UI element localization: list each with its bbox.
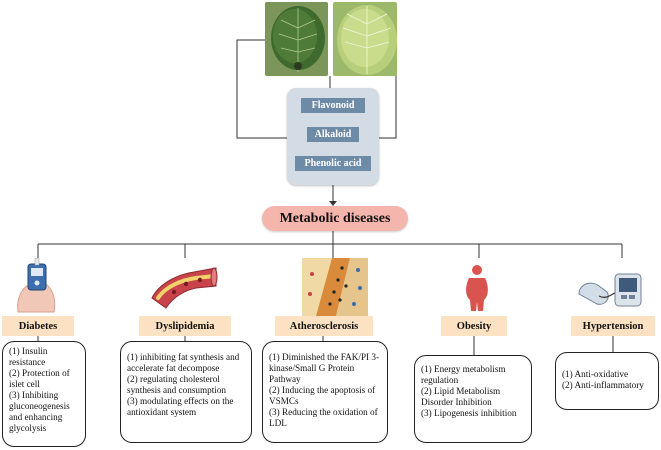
detail-hypertension: (1) Anti-oxidative (2) Anti-inflammatory (555, 352, 659, 410)
detail-obesity: (1) Energy metabolism regulation (2) Lip… (414, 355, 532, 443)
effect-item: (1) Diminished the FAK/PI 3-kinase/Small… (269, 352, 380, 384)
detail-atherosclerosis: (1) Diminished the FAK/PI 3-kinase/Small… (262, 341, 388, 443)
glucose-meter-icon (17, 258, 56, 313)
leaf-photo-dark (265, 2, 328, 76)
disease-label-hypertension: Hypertension (571, 316, 655, 336)
effect-item: (1) Insulin resistance (9, 346, 48, 367)
effect-item: (3) modulating effects on the antioxidan… (127, 396, 234, 417)
compound-panel: Flavonoid Alkaloid Phenolic acid (287, 88, 379, 185)
effect-item: (2) Inducing the apoptosis of VSMCs (269, 385, 376, 406)
leaf-photo-light (333, 2, 397, 76)
effect-item: (2) Protection of islet cell (9, 368, 70, 389)
leaf-dark-icon (265, 2, 328, 76)
compound-flavonoid: Flavonoid (301, 98, 365, 113)
compound-phenolic-acid: Phenolic acid (295, 156, 371, 171)
leaf-bracket-line (236, 39, 287, 139)
effect-item: (3) Reducing the oxidation of LDL (269, 407, 378, 428)
effect-item: (3) Inhibiting gluconeogenesis and enhan… (9, 390, 70, 433)
metabolic-diseases-label: Metabolic diseases (262, 206, 408, 231)
effect-item: (2) Lipid Metabolism Disorder Inhibition (421, 386, 501, 407)
blood-pressure-monitor-icon (578, 273, 642, 307)
artery-plaque-icon (302, 258, 368, 316)
arrow-head (329, 201, 337, 206)
leaf-light-icon (333, 2, 397, 76)
obese-person-icon (466, 265, 488, 311)
effect-item: (1) inhibiting fat synthesis and acceler… (127, 352, 240, 373)
detail-diabetes: (1) Insulin resistance (2) Protection of… (2, 341, 86, 447)
compound-alkaloid: Alkaloid (307, 127, 359, 142)
effect-item: (1) Anti-oxidative (562, 369, 629, 379)
disease-label-diabetes: Diabetes (2, 316, 74, 336)
disease-label-dyslipidemia: Dyslipidemia (139, 316, 231, 336)
disease-label-obesity: Obesity (441, 316, 507, 336)
effect-item: (3) Lipogenesis inhibition (421, 408, 517, 418)
detail-dyslipidemia: (1) inhibiting fat synthesis and acceler… (120, 341, 252, 443)
blood-vessel-icon (151, 267, 218, 309)
disease-label-atherosclerosis: Atherosclerosis (275, 316, 373, 336)
effect-item: (2) Anti-inflammatory (562, 380, 644, 390)
effect-item: (2) regulating cholesterol synthesis and… (127, 374, 227, 395)
effect-item: (1) Energy metabolism regulation (421, 364, 506, 385)
